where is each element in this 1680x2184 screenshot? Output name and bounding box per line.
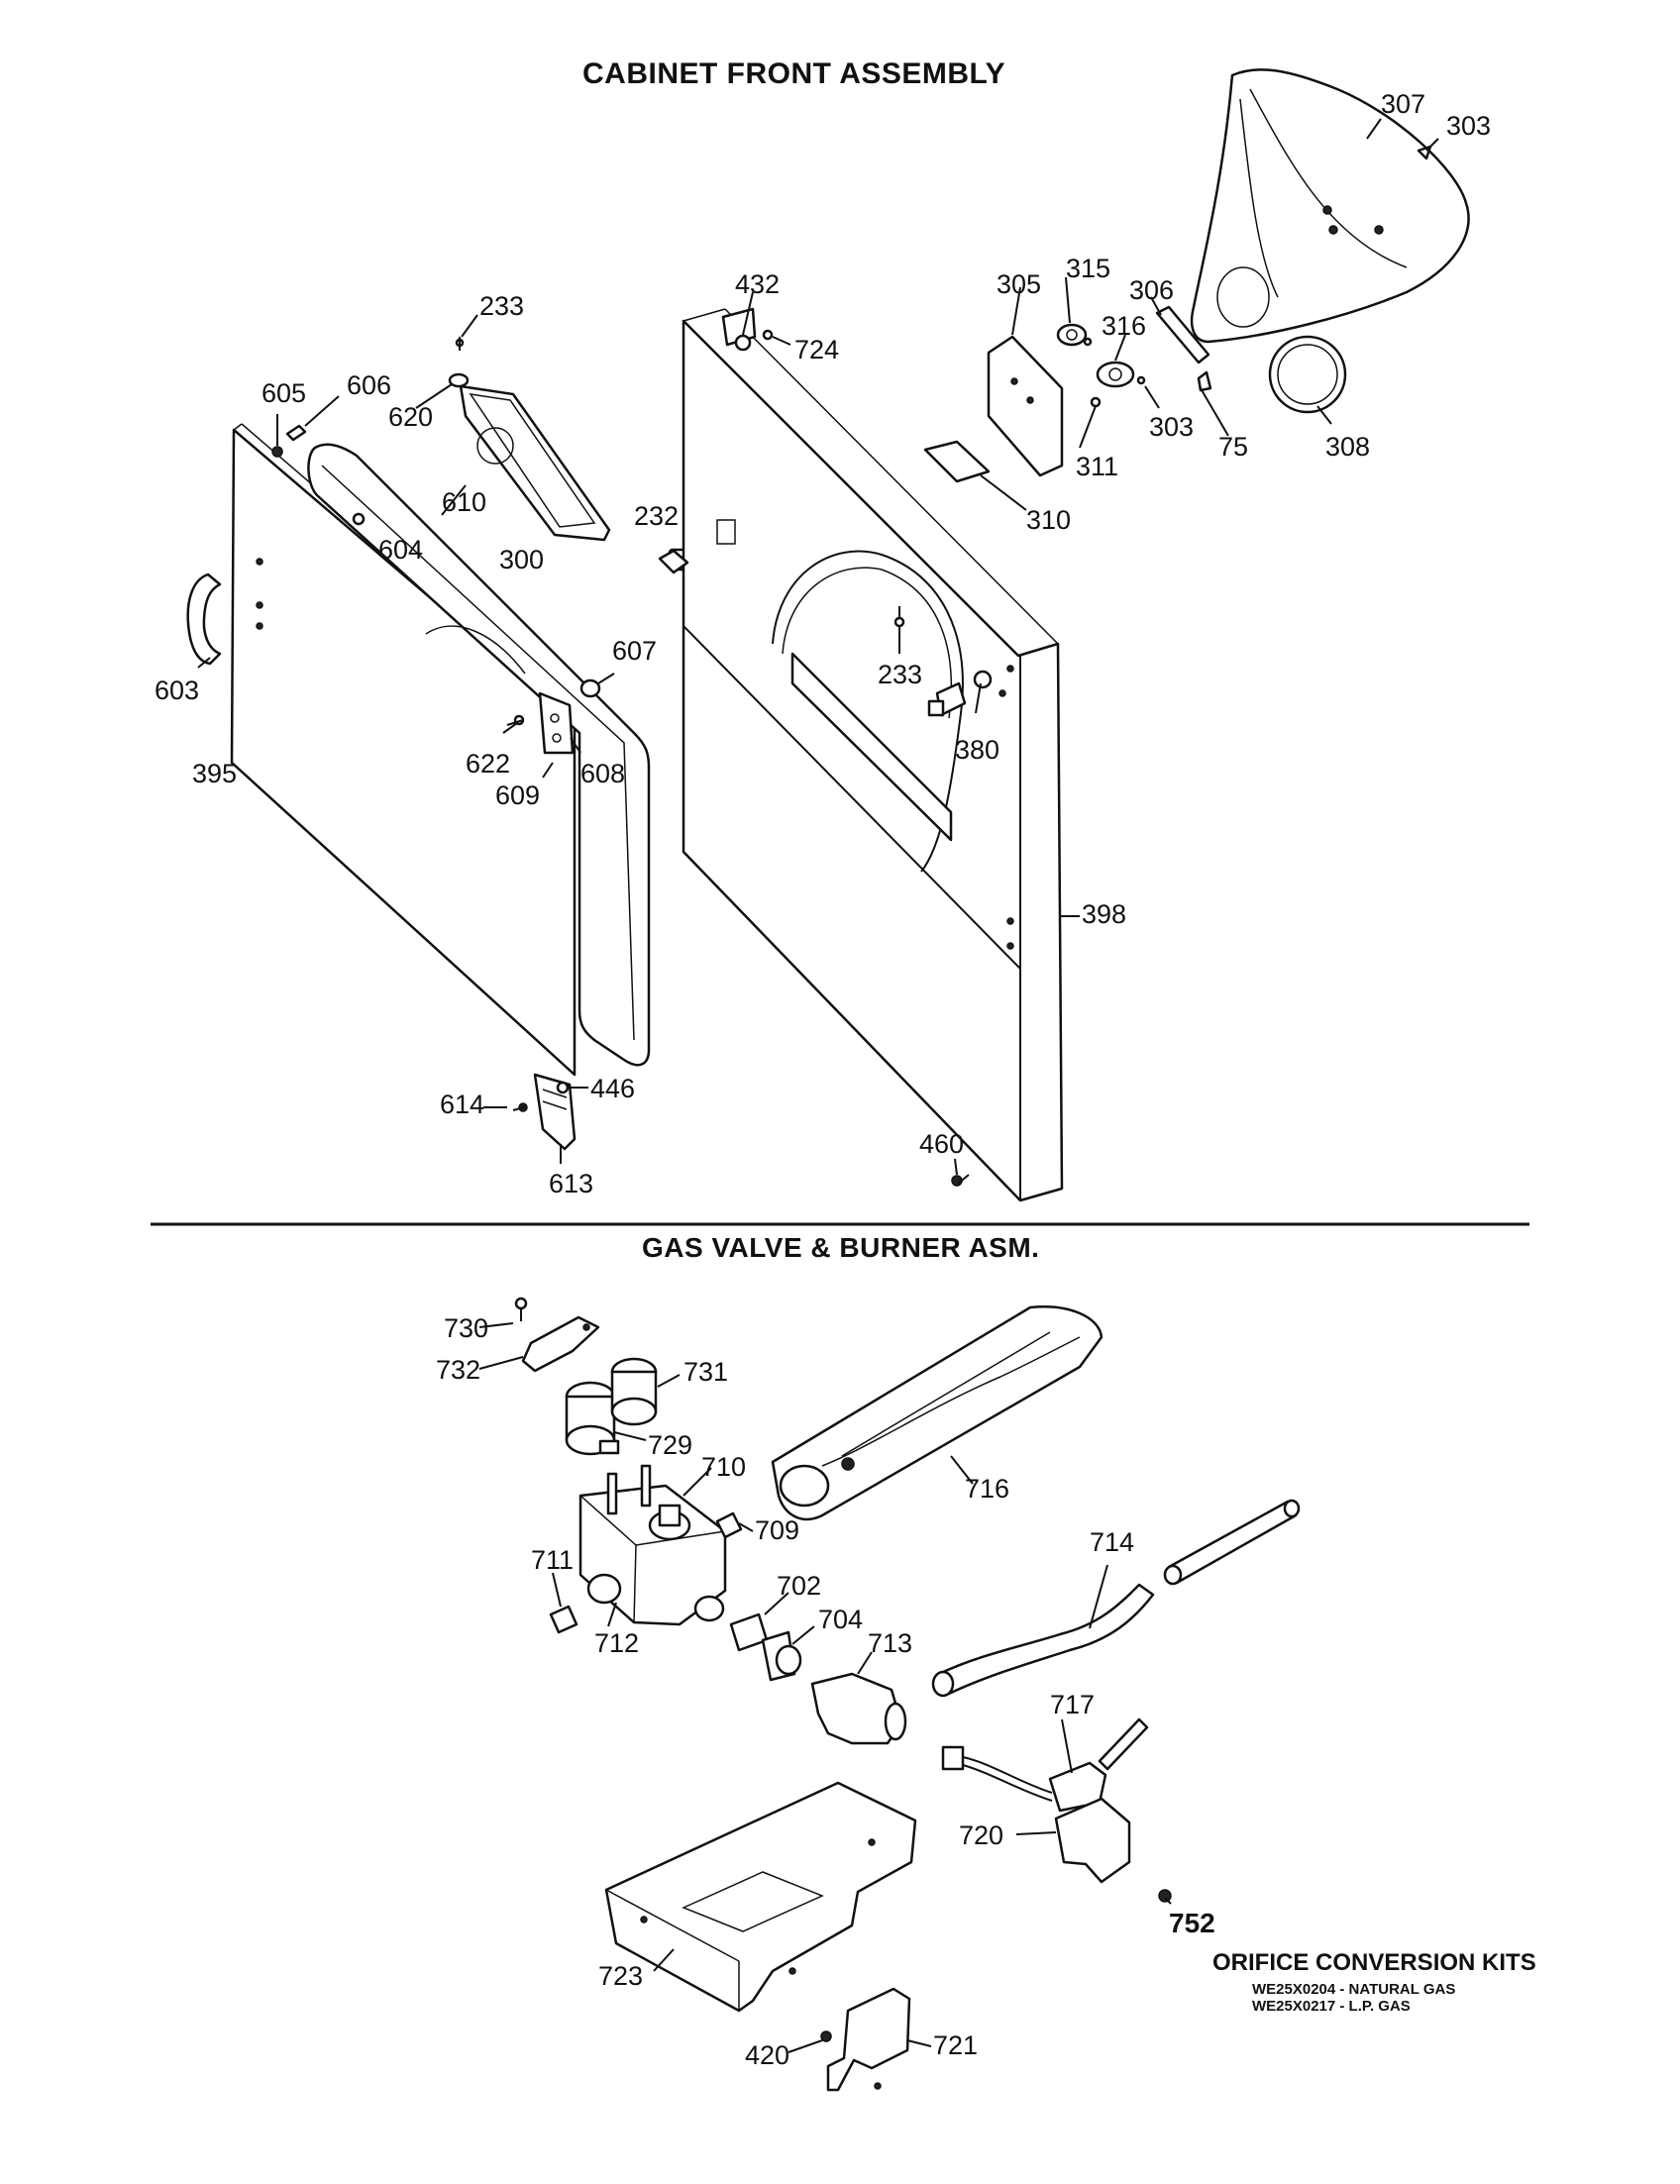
callout-609: 609	[495, 780, 540, 810]
callout-730: 730	[444, 1313, 488, 1343]
callout-620: 620	[388, 402, 433, 432]
callout-303-mid: 303	[1149, 412, 1194, 442]
callout-232: 232	[634, 501, 679, 531]
lint-duct-300	[459, 384, 611, 542]
callout-420: 420	[745, 2040, 789, 2070]
callout-712: 712	[594, 1628, 639, 1658]
callout-710: 710	[701, 1452, 746, 1482]
callout-380: 380	[955, 735, 999, 765]
callout-233-top: 233	[479, 291, 524, 321]
callout-395: 395	[192, 759, 237, 788]
callout-614: 614	[440, 1090, 484, 1119]
heater-duct-307	[1190, 68, 1470, 344]
gas-valve-burner-title: GAS VALVE & BURNER ASM.	[642, 1232, 1040, 1263]
shield-721	[820, 1987, 911, 2092]
callout-606: 606	[347, 370, 391, 400]
callout-311: 311	[1076, 452, 1118, 481]
manifold-elbow-713	[810, 1672, 907, 1745]
callout-605: 605	[262, 378, 306, 408]
orifice-kit-natural: WE25X0204 - NATURAL GAS	[1252, 1981, 1456, 1998]
cabinet-front-398	[682, 307, 1064, 1202]
callout-716: 716	[965, 1474, 1009, 1504]
callout-233-mid: 233	[878, 660, 922, 689]
callout-622: 622	[466, 749, 510, 779]
callout-724: 724	[794, 335, 839, 364]
callout-316: 316	[1102, 311, 1146, 341]
orifice-kit-lp: WE25X0217 - L.P. GAS	[1252, 1998, 1411, 2015]
callout-labels: 233 605 606 620 610 604 300 232 432 724 …	[155, 89, 1491, 2070]
callout-432: 432	[735, 269, 780, 299]
thermostats-315-316	[1056, 323, 1146, 408]
door-handle-603	[186, 572, 222, 666]
callout-613: 613	[549, 1169, 593, 1198]
callout-608: 608	[580, 759, 625, 788]
burner-tube-716	[771, 1305, 1103, 1521]
callout-711: 711	[531, 1545, 574, 1575]
callout-729: 729	[648, 1430, 692, 1460]
pipes-714	[931, 1499, 1301, 1698]
callout-732: 732	[436, 1355, 480, 1385]
door-hinge-613	[512, 1073, 577, 1151]
callout-398: 398	[1082, 899, 1126, 929]
door-switch-380	[893, 606, 993, 717]
callout-610: 610	[442, 487, 486, 517]
callout-315: 315	[1066, 254, 1110, 283]
callout-709: 709	[755, 1515, 799, 1545]
callout-307: 307	[1381, 89, 1425, 119]
leader-lines-lower	[478, 1322, 1172, 2053]
gas-valve-712	[549, 1464, 743, 1634]
callout-704: 704	[818, 1605, 863, 1634]
coil-bracket-732	[514, 1297, 600, 1373]
callout-720: 720	[959, 1820, 1003, 1850]
burner-bracket-723	[604, 1781, 917, 2013]
flame-sensor-306	[1155, 305, 1212, 392]
thermostat-bracket-305	[987, 335, 1064, 477]
callout-607: 607	[612, 636, 657, 666]
callout-723: 723	[598, 1961, 643, 1991]
cabinet-front-assembly-title: CABINET FRONT ASSEMBLY	[582, 57, 1006, 90]
valve-coils-729-731	[565, 1357, 658, 1456]
callout-446: 446	[590, 1074, 635, 1103]
hardware-432-724	[658, 329, 774, 574]
callout-752: 752	[1169, 1908, 1215, 1938]
callout-305: 305	[997, 269, 1041, 299]
callout-604: 604	[378, 535, 423, 565]
ring-308	[1268, 335, 1347, 414]
callout-303-top: 303	[1446, 111, 1491, 141]
callout-714: 714	[1090, 1527, 1134, 1557]
fittings-702-704	[729, 1612, 802, 1682]
callout-702: 702	[777, 1571, 821, 1601]
bracket-310	[923, 440, 991, 483]
callout-308: 308	[1325, 432, 1370, 462]
callout-310: 310	[1026, 505, 1071, 535]
callout-75: 75	[1218, 432, 1248, 462]
callout-460: 460	[919, 1129, 964, 1159]
callout-717: 717	[1050, 1690, 1095, 1719]
callout-603: 603	[155, 676, 199, 705]
callout-721: 721	[933, 2030, 978, 2060]
orifice-kits-note: ORIFICE CONVERSION KITS WE25X0204 - NATU…	[1212, 1949, 1536, 2015]
callout-300: 300	[499, 545, 544, 574]
callout-731: 731	[683, 1357, 728, 1387]
igniter-717	[941, 1717, 1149, 1813]
door-hinge-608	[538, 691, 575, 755]
igniter-bracket-720	[1054, 1797, 1172, 1903]
callout-306: 306	[1129, 275, 1174, 305]
orifice-kits-heading: ORIFICE CONVERSION KITS	[1212, 1949, 1536, 1976]
callout-713: 713	[868, 1628, 912, 1658]
door-liner-610	[307, 443, 651, 1067]
leader-lines-upper	[197, 118, 1439, 1176]
screw-460	[951, 1174, 970, 1187]
